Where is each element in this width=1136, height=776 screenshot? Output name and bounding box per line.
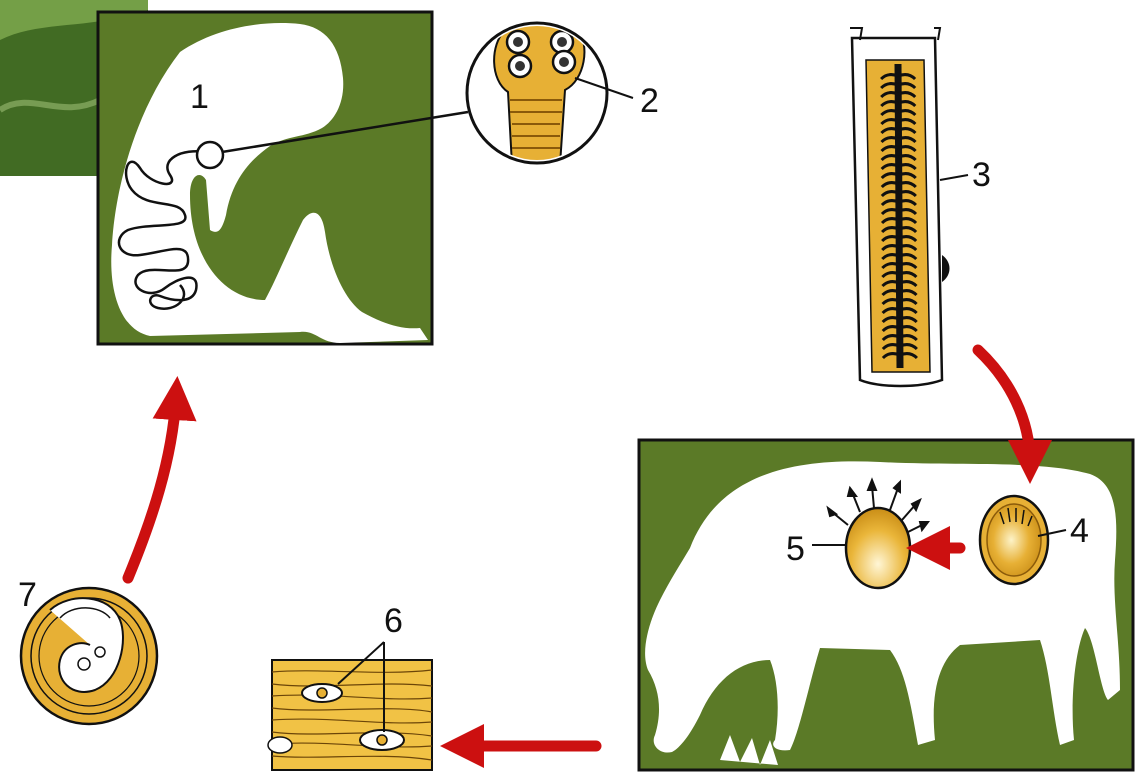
scolex-location-circle <box>197 142 223 168</box>
human-host-panel <box>98 12 468 344</box>
cysticercus-stage <box>21 588 157 724</box>
label-7: 7 <box>18 576 37 614</box>
label-4: 4 <box>1070 512 1089 550</box>
proglottid <box>850 28 968 386</box>
scolex-zoom <box>467 21 633 165</box>
label-6: 6 <box>384 602 403 640</box>
muscle-cysticerci <box>268 642 432 770</box>
label-1: 1 <box>190 78 209 116</box>
label-2: 2 <box>640 82 659 120</box>
label-3: 3 <box>972 156 991 194</box>
cattle-host-panel <box>639 440 1133 770</box>
arrow-cyst-to-human <box>128 398 176 578</box>
label-5: 5 <box>786 530 805 568</box>
uterus-branches <box>898 64 900 368</box>
